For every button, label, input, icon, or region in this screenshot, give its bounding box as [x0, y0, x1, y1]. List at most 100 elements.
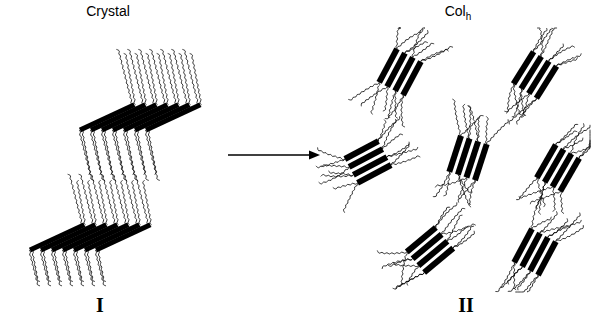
alkyl-chain: [391, 144, 409, 165]
alkyl-chain: [348, 82, 379, 100]
alkyl-chain: [343, 183, 357, 213]
alkyl-chain: [145, 130, 160, 180]
alkyl-chain: [62, 250, 73, 286]
alkyl-chain: [540, 211, 557, 233]
alkyl-chain: [329, 171, 354, 176]
alkyl-chain: [515, 275, 538, 292]
alkyl-chain: [104, 130, 113, 175]
alkyl-chain: [54, 250, 62, 282]
alkyl-chain: [527, 275, 538, 292]
alkyl-chain: [101, 130, 116, 180]
alkyl-chain: [378, 120, 386, 142]
alkyl-chain: [126, 130, 135, 175]
alkyl-chain: [453, 231, 474, 248]
rigid-core: [85, 225, 139, 250]
alkyl-chain: [530, 191, 560, 204]
columnar-packing: [316, 28, 590, 292]
alkyl-chain: [407, 266, 419, 286]
alkyl-chain: [486, 116, 489, 144]
alkyl-chain: [146, 53, 158, 104]
alkyl-chain: [82, 130, 91, 175]
rigid-core: [135, 105, 189, 130]
rigid-core: [358, 165, 392, 183]
alkyl-chain: [112, 130, 127, 180]
alkyl-chain: [541, 28, 557, 57]
alkyl-chain: [123, 174, 138, 224]
alkyl-chain: [468, 106, 479, 142]
alkyl-chain: [447, 227, 468, 241]
alkyl-chain: [382, 259, 412, 269]
alkyl-chain: [190, 53, 202, 104]
alkyl-chain: [371, 82, 380, 114]
alkyl-chain: [458, 177, 466, 199]
alkyl-chain: [29, 250, 40, 286]
alkyl-chain: [378, 116, 399, 141]
alkyl-chain: [564, 138, 583, 150]
alkyl-chain: [40, 250, 51, 286]
alkyl-chain: [157, 53, 169, 104]
alkyl-chain: [458, 180, 475, 202]
rigid-core: [424, 248, 453, 272]
alkyl-chain: [383, 134, 403, 149]
alkyl-chain: [319, 167, 349, 184]
alkyl-chain: [534, 28, 553, 52]
alkyl-chain: [90, 174, 105, 224]
rigid-core: [96, 225, 150, 250]
alkyl-chain: [51, 250, 62, 286]
alkyl-chain: [93, 130, 102, 175]
alkyl-chain: [453, 226, 474, 248]
alkyl-chain: [537, 28, 543, 57]
alkyl-chain: [134, 130, 149, 180]
alkyl-chain: [463, 104, 470, 138]
alkyl-chain: [396, 273, 424, 289]
phase-label: Crystal: [86, 3, 130, 19]
alkyl-chain: [421, 47, 453, 62]
alkyl-chain: [401, 95, 405, 127]
alkyl-chain: [98, 250, 106, 282]
alkyl-chain: [134, 174, 149, 224]
alkyl-chain: [531, 197, 540, 229]
transition-arrow: [228, 151, 320, 160]
rigid-core: [536, 66, 556, 98]
alkyl-chain: [68, 174, 83, 224]
alkyl-chain: [447, 215, 462, 241]
alkyl-chain: [396, 28, 401, 49]
alkyl-chain: [557, 57, 578, 66]
rigid-core: [560, 158, 579, 191]
alkyl-chain: [361, 87, 387, 107]
alkyl-chain: [321, 175, 354, 178]
arrow-head: [309, 151, 320, 160]
phase-label: Col: [445, 3, 466, 19]
alkyl-chain: [79, 174, 94, 224]
alkyl-chain: [137, 130, 146, 175]
alkyl-chain: [552, 187, 555, 212]
alkyl-chain: [382, 119, 396, 149]
alkyl-chain: [168, 53, 180, 104]
alkyl-chain: [452, 99, 461, 136]
alkyl-chain: [556, 213, 580, 242]
alkyl-chain: [32, 250, 40, 282]
alkyl-chain: [579, 130, 590, 159]
alkyl-chain: [90, 130, 105, 180]
subscript: h: [466, 11, 472, 22]
alkyl-chain: [509, 98, 536, 124]
alkyl-chain: [87, 250, 95, 282]
alkyl-chain: [571, 123, 584, 153]
alkyl-chain: [43, 250, 51, 282]
alkyl-chain: [333, 183, 358, 189]
alkyl-chain: [112, 174, 127, 224]
alkyl-chain: [322, 165, 349, 168]
panel-number: I: [96, 294, 104, 317]
alkyl-chain: [556, 124, 578, 144]
alkyl-chain: [73, 250, 84, 286]
alkyl-chain: [385, 95, 403, 119]
alkyl-chain: [532, 217, 551, 229]
alkyl-chain: [318, 147, 345, 159]
rigid-core: [403, 62, 421, 96]
phase-label-group: Colh: [445, 3, 472, 22]
rigid-core: [475, 144, 487, 180]
arrow-shaft: [228, 154, 312, 155]
alkyl-chain: [557, 53, 582, 66]
